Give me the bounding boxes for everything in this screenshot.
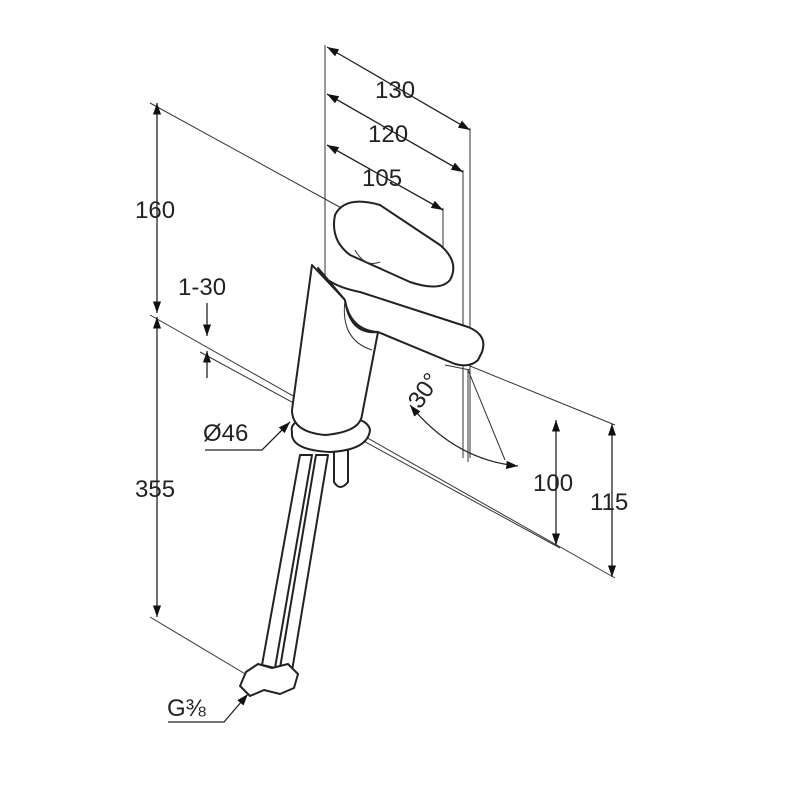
- faucet-body: [291, 264, 379, 436]
- dim-label-120: 120: [368, 121, 408, 148]
- hose-nut: [239, 663, 299, 697]
- faucet-illustration: [239, 200, 485, 697]
- dim-label-160: 160: [135, 197, 175, 224]
- spout: [317, 267, 485, 367]
- dim-label-1-30: 1-30: [178, 274, 226, 301]
- dimension-lines: [152, 46, 617, 723]
- dim-label-100: 100: [533, 470, 573, 497]
- dim-label-angle-30: 30°: [403, 368, 446, 413]
- dim-label-thread: G⅜: [167, 695, 207, 722]
- dim-label-105: 105: [362, 165, 402, 192]
- dim-label-115: 115: [590, 489, 628, 516]
- extension-lines: [149, 45, 616, 679]
- dim-label-130: 130: [375, 77, 415, 104]
- dim-label-diameter-46: Ø46: [203, 420, 248, 447]
- dim-label-355: 355: [135, 476, 175, 503]
- lever-handle: [333, 200, 455, 288]
